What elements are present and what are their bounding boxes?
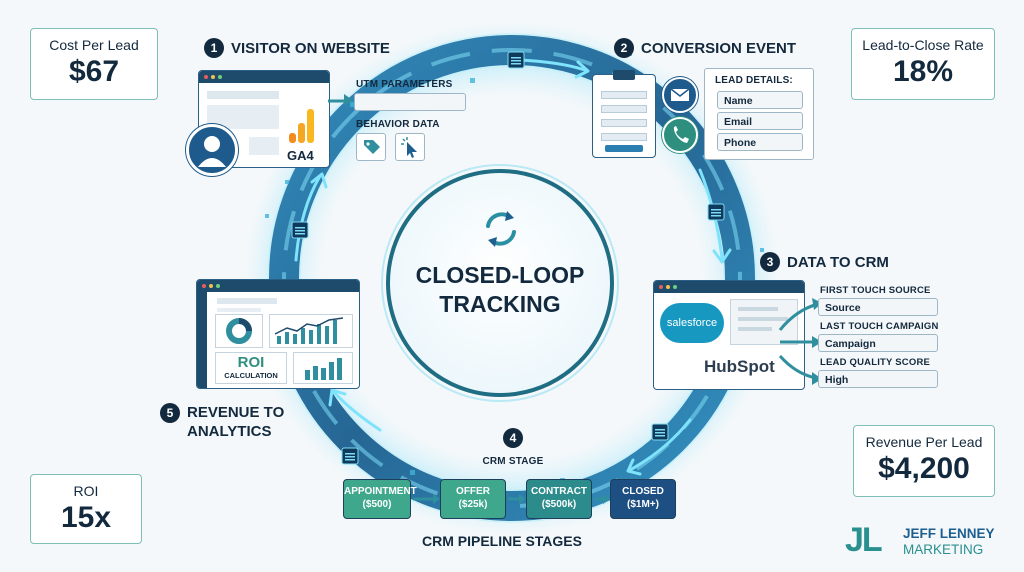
- step-number: 1: [204, 38, 224, 58]
- tag-icon-box: [356, 133, 386, 161]
- metric-cost-per-lead: Cost Per Lead $67: [30, 28, 158, 100]
- email-icon: [662, 77, 698, 113]
- step-title-text: CONVERSION EVENT: [641, 39, 797, 57]
- lead-field-email: Email: [717, 112, 803, 130]
- stage-name: CONTRACT: [530, 486, 588, 497]
- step1-title: 1 VISITOR ON WEBSITE: [204, 38, 390, 58]
- brand-logo-initials: JL: [845, 521, 883, 559]
- salesforce-logo: salesforce: [660, 303, 724, 343]
- step3-title: 3 DATA TO CRM: [760, 252, 889, 272]
- metric-value: 18%: [892, 55, 954, 88]
- metric-label: Cost Per Lead: [49, 37, 139, 53]
- arrow-to-utm: [328, 94, 354, 105]
- utm-label: UTM PARAMETERS: [356, 79, 453, 90]
- step2-title: 2 CONVERSION EVENT: [614, 38, 796, 58]
- step-number: 5: [160, 403, 180, 423]
- last-touch-field: Campaign: [818, 334, 938, 352]
- first-touch-label: FIRST TOUCH SOURCE: [820, 285, 931, 296]
- center-title: CLOSED-LOOP TRACKING: [400, 262, 600, 318]
- step5-title-line2: ANALYTICS: [187, 423, 272, 440]
- step-number: 3: [760, 252, 780, 272]
- ga4-label: GA4: [287, 148, 314, 163]
- hubspot-logo: HubSpot: [704, 357, 775, 376]
- cursor-click-icon: [401, 137, 417, 158]
- step4-number: 4: [503, 428, 523, 448]
- step-title-text: VISITOR ON WEBSITE: [231, 39, 390, 57]
- quality-label: LEAD QUALITY SCORE: [820, 357, 931, 368]
- window-titlebar: [654, 281, 804, 293]
- last-touch-label: LAST TOUCH CAMPAIGN: [820, 321, 939, 332]
- metric-value: $4,200: [878, 452, 970, 485]
- lead-field-phone: Phone: [717, 133, 803, 151]
- center-title-line2: TRACKING: [439, 291, 561, 317]
- first-touch-field: Source: [818, 298, 938, 316]
- window-titlebar: [199, 71, 329, 83]
- utm-field: [354, 93, 466, 111]
- lead-field-name: Name: [717, 91, 803, 109]
- user-icon: [198, 136, 226, 167]
- stage-closed: CLOSED ($1M+): [610, 479, 676, 519]
- tag-icon: [364, 140, 380, 154]
- ga4-bars-icon: [289, 109, 314, 143]
- lead-details-panel: LEAD DETAILS: Name Email Phone: [704, 68, 814, 160]
- crm-stage-label: CRM STAGE: [482, 456, 544, 467]
- crm-field-arrows: [778, 298, 822, 385]
- refresh-cycle-icon: [486, 211, 516, 247]
- conversion-form: [592, 70, 656, 158]
- metric-value: 15x: [60, 501, 112, 534]
- roi-calc-sub: CALCULATION: [224, 371, 278, 380]
- stage-contract: CONTRACT ($500k): [526, 479, 592, 519]
- roi-calc-card: ROI CALCULATION: [215, 352, 287, 384]
- roi-calc-title: ROI: [237, 354, 265, 371]
- metric-revenue-per-lead: Revenue Per Lead $4,200: [853, 425, 995, 497]
- step5-title: 5 REVENUE TO ANALYTICS: [160, 403, 284, 441]
- brand-name-line1: JEFF LENNEY: [903, 526, 995, 541]
- click-icon-box: [395, 133, 425, 161]
- bar-chart-icon: [305, 358, 342, 380]
- metric-label: Revenue Per Lead: [865, 434, 983, 450]
- stage-offer: OFFER ($25k): [440, 479, 506, 519]
- step-title-text: REVENUE TO ANALYTICS: [187, 403, 284, 441]
- stage-name: OFFER: [456, 486, 490, 497]
- stage-value: ($500): [362, 499, 392, 510]
- behavior-label: BEHAVIOR DATA: [356, 119, 440, 130]
- crm-window: salesforce HubSpot: [653, 280, 805, 390]
- stage-value: ($1M+): [627, 499, 659, 510]
- donut-chart-icon: [226, 318, 252, 344]
- metric-label: Lead-to-Close Rate: [862, 37, 984, 53]
- quality-field: High: [818, 370, 938, 388]
- center-title-line1: CLOSED-LOOP: [415, 262, 585, 288]
- stage-appointment: APPOINTMENT ($500): [343, 479, 417, 519]
- metric-lead-to-close: Lead-to-Close Rate 18%: [851, 28, 995, 100]
- metric-label: ROI: [73, 483, 99, 499]
- window-titlebar: [197, 280, 359, 292]
- analytics-window: ROI CALCULATION: [196, 279, 360, 389]
- lead-details-label: LEAD DETAILS:: [715, 75, 793, 86]
- growth-chart-icon: [274, 317, 344, 344]
- metric-roi: ROI 15x: [30, 474, 142, 544]
- step-number: 2: [614, 38, 634, 58]
- step5-title-line1: REVENUE TO: [187, 404, 285, 421]
- pipeline-label: CRM PIPELINE STAGES: [422, 533, 582, 549]
- step-title-text: DATA TO CRM: [787, 253, 889, 271]
- brand-name-line2: MARKETING: [903, 542, 984, 557]
- stage-value: ($500k): [541, 499, 577, 510]
- stage-name: CLOSED: [622, 486, 664, 497]
- phone-icon: [662, 117, 698, 153]
- stage-name: APPOINTMENT: [344, 486, 417, 497]
- metric-value: $67: [68, 55, 120, 88]
- stage-value: ($25k): [458, 499, 488, 510]
- pipeline-arrows: [413, 494, 610, 504]
- visitor-avatar: [186, 124, 238, 176]
